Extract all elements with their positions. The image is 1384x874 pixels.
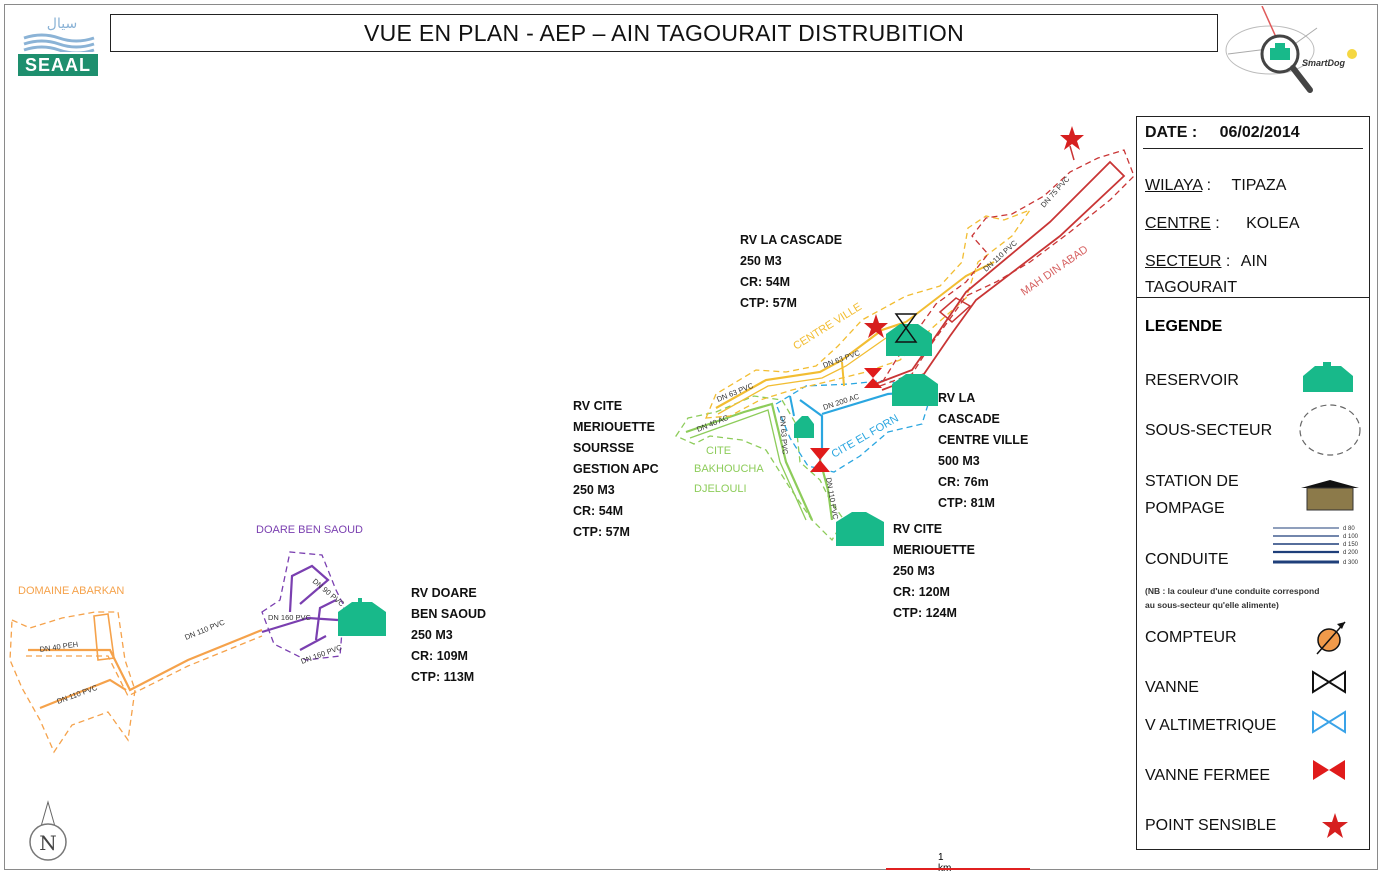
seaal-arabic-text: سيال — [47, 16, 77, 32]
legend-note-1: (NB : la couleur d'une conduite correspo… — [1145, 586, 1320, 596]
wilaya-sep: : — [1202, 177, 1212, 194]
vanne-fermee-icon — [1313, 760, 1345, 780]
north-arrow-icon: N — [29, 800, 67, 861]
sector-mah-din: MAH DIN ABAD — [1019, 243, 1091, 298]
smartdog-logo: SmartDog — [1222, 5, 1372, 96]
conduite-size: d 200 — [1343, 550, 1359, 556]
vanne-icon — [894, 313, 918, 343]
seaal-logo: سيال SEAAL — [18, 12, 100, 76]
conduite-size: d 150 — [1343, 542, 1359, 548]
seaal-waves-icon: سيال — [23, 16, 95, 52]
smartdog-logo-suffix: og — [1334, 58, 1346, 68]
legend-reservoir-label: RESERVOIR — [1145, 372, 1239, 389]
point-sensible-icons — [864, 126, 1084, 338]
vanne-icon — [1312, 670, 1346, 694]
legend-station-label-1: STATION DE — [1145, 473, 1239, 490]
bakhoucha-network — [675, 395, 845, 542]
legend-sous-secteur-label: SOUS-SECTEUR — [1145, 422, 1273, 439]
sous-secteur-icon — [1299, 404, 1361, 456]
sector-cite-line-3: DJELOULI — [694, 483, 747, 495]
pipe-label: DN 160 PVC — [268, 613, 312, 622]
centre-sep: : — [1210, 215, 1220, 232]
mah-din-network — [869, 145, 1135, 391]
sector-doare: DOARE BEN SAOUD — [256, 524, 363, 536]
legend-vanne-label: VANNE — [1145, 679, 1199, 696]
smartdog-magnifier-icon — [1225, 5, 1357, 93]
compteur-icon — [1316, 621, 1346, 655]
conduite-icon: d 80 d 100 d 150 d 200 d 300 — [1273, 526, 1359, 566]
legend-compteur-label: COMPTEUR — [1145, 629, 1237, 646]
pipe-label: DN 63 PVC — [715, 381, 755, 404]
pipe-label: DN 110 PVC — [183, 617, 226, 641]
date-label: DATE : — [1145, 124, 1198, 141]
secteur-label: SECTEUR — [1145, 253, 1222, 270]
page-title: VUE EN PLAN - AEP – AIN TAGOURAIT DISTRU… — [110, 14, 1218, 52]
conduite-size: d 100 — [1343, 534, 1359, 540]
sector-abarkan: DOMAINE ABARKAN — [18, 585, 125, 597]
secteur-sep: : — [1221, 253, 1231, 270]
centre-label: CENTRE — [1145, 215, 1211, 232]
wilaya-label: WILAYA — [1145, 177, 1203, 194]
sector-cite-el-forn: CITE EL FORN — [830, 412, 901, 460]
doare-network — [261, 551, 345, 661]
legend-v-altimetrique-label: V ALTIMETRIQUE — [1145, 717, 1277, 734]
north-label: N — [39, 831, 57, 855]
info-box: DATE : 06/02/2014 WILAYA : TIPAZA CENTRE… — [1136, 116, 1370, 298]
pipe-label: DN 110 PVC — [824, 477, 840, 521]
centre-ville-network — [704, 208, 1032, 419]
legend-vanne-fermee-label: VANNE FERMEE — [1145, 767, 1271, 784]
legend-title: LEGENDE — [1145, 318, 1223, 335]
legend-note-2: au sous-secteur qu'elle alimente) — [1145, 600, 1279, 610]
smartdog-logo-text: SmartD — [1302, 58, 1335, 68]
scale-line — [886, 868, 1030, 870]
sector-cite-line-2: BAKHOUCHA — [694, 463, 764, 475]
closed-valve-icons — [810, 368, 882, 472]
centre-value: KOLEA — [1246, 215, 1300, 232]
date-value: 06/02/2014 — [1219, 124, 1300, 141]
legend-point-sensible-label: POINT SENSIBLE — [1145, 817, 1277, 834]
legend-station-label-2: POMPAGE — [1145, 500, 1225, 517]
reservoir-icons — [338, 324, 938, 636]
pipe-label: DN 63 PVC — [778, 416, 790, 456]
v-altimetrique-icon — [1312, 710, 1346, 734]
reservoir-icon — [1303, 362, 1353, 392]
conduite-size: d 80 — [1343, 526, 1355, 532]
legend: LEGENDE RESERVOIR SOUS-SECTEUR STATION D… — [1136, 297, 1370, 850]
secteur-value: AIN — [1240, 253, 1268, 270]
sector-cite-line-1: CITE — [706, 445, 731, 457]
scale-label: 1 km — [938, 852, 952, 874]
point-sensible-icon — [1322, 813, 1348, 838]
secteur-value-2: TAGOURAIT — [1145, 279, 1238, 296]
legend-conduite-label: CONDUITE — [1145, 551, 1229, 568]
pipe-label: DN 110 PVC — [56, 683, 99, 706]
pipe-label: DN 40 PEH — [39, 640, 79, 654]
map-frame — [4, 4, 1378, 870]
seaal-logo-text: SEAAL — [18, 54, 98, 76]
abarkan-network — [9, 611, 263, 754]
info-divider — [1143, 148, 1363, 149]
conduite-size: d 300 — [1343, 560, 1359, 566]
wilaya-value: TIPAZA — [1231, 177, 1287, 194]
pumping-station-icon — [1301, 480, 1359, 511]
